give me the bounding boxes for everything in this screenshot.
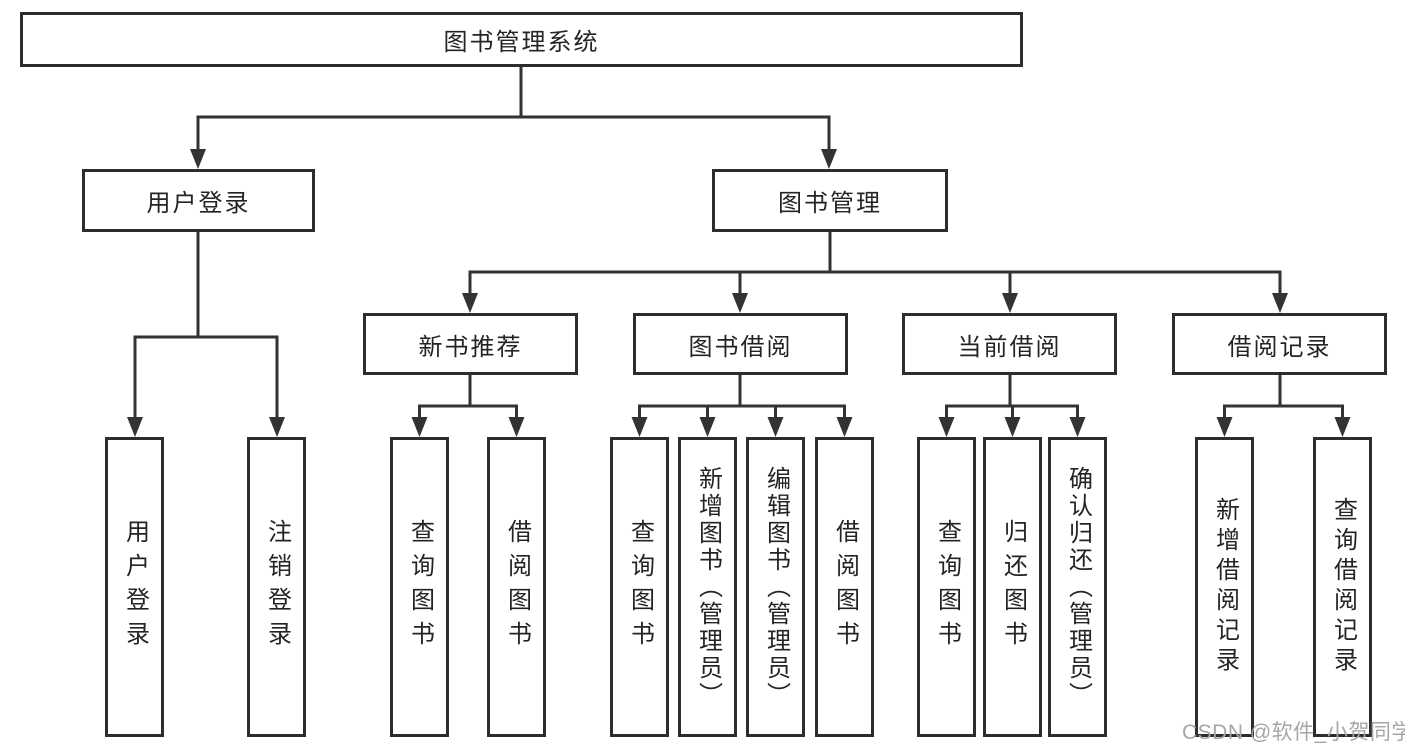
leaf-edit-book-admin: 编辑图书（管理员） — [746, 437, 805, 737]
leaf-label: 确认归还（管理员） — [1064, 465, 1092, 709]
leaf-user-login: 用户登录 — [105, 437, 164, 737]
node-label: 新书推荐 — [418, 333, 523, 361]
leaf-query-books-1: 查询图书 — [390, 437, 449, 737]
node-label: 借阅记录 — [1227, 333, 1332, 361]
watermark: CSDN @软件_小贺同学 — [1182, 721, 1405, 744]
node-label: 当前借阅 — [957, 333, 1062, 361]
node-label: 图书管理系统 — [443, 29, 600, 56]
leaf-label: 借阅图书 — [831, 519, 859, 655]
node-book-management: 图书管理 — [712, 169, 948, 232]
leaf-logout: 注销登录 — [247, 437, 306, 737]
node-label: 图书管理 — [778, 190, 882, 217]
leaf-label: 查询图书 — [406, 519, 434, 655]
leaf-add-borrow-record: 新增借阅记录 — [1195, 437, 1254, 737]
node-borrow-records: 借阅记录 — [1172, 313, 1387, 375]
node-current-borrow: 当前借阅 — [902, 313, 1117, 375]
leaf-label: 查询图书 — [933, 519, 961, 655]
leaf-label: 编辑图书（管理员） — [762, 465, 790, 709]
leaf-label: 用户登录 — [121, 519, 149, 655]
node-new-book-recommend: 新书推荐 — [363, 313, 578, 375]
leaf-borrow-books-1: 借阅图书 — [487, 437, 546, 737]
node-user-login: 用户登录 — [82, 169, 315, 232]
leaf-label: 注销登录 — [263, 519, 291, 655]
leaf-label: 查询图书 — [626, 519, 654, 655]
node-book-management-system: 图书管理系统 — [20, 12, 1023, 67]
leaf-label: 新增图书（管理员） — [694, 465, 722, 709]
leaf-add-book-admin: 新增图书（管理员） — [678, 437, 737, 737]
node-label: 图书借阅 — [688, 333, 793, 361]
leaf-query-books-2: 查询图书 — [610, 437, 669, 737]
node-book-borrow: 图书借阅 — [633, 313, 848, 375]
leaf-return-book: 归还图书 — [983, 437, 1042, 737]
node-label: 用户登录 — [146, 190, 251, 217]
leaf-label: 归还图书 — [999, 519, 1027, 655]
leaf-query-borrow-record: 查询借阅记录 — [1313, 437, 1372, 737]
leaf-borrow-books-2: 借阅图书 — [815, 437, 874, 737]
leaf-label: 借阅图书 — [503, 519, 531, 655]
leaf-query-books-3: 查询图书 — [917, 437, 976, 737]
leaf-label: 查询借阅记录 — [1329, 497, 1357, 677]
leaf-confirm-return-admin: 确认归还（管理员） — [1048, 437, 1107, 737]
leaf-label: 新增借阅记录 — [1211, 497, 1239, 677]
